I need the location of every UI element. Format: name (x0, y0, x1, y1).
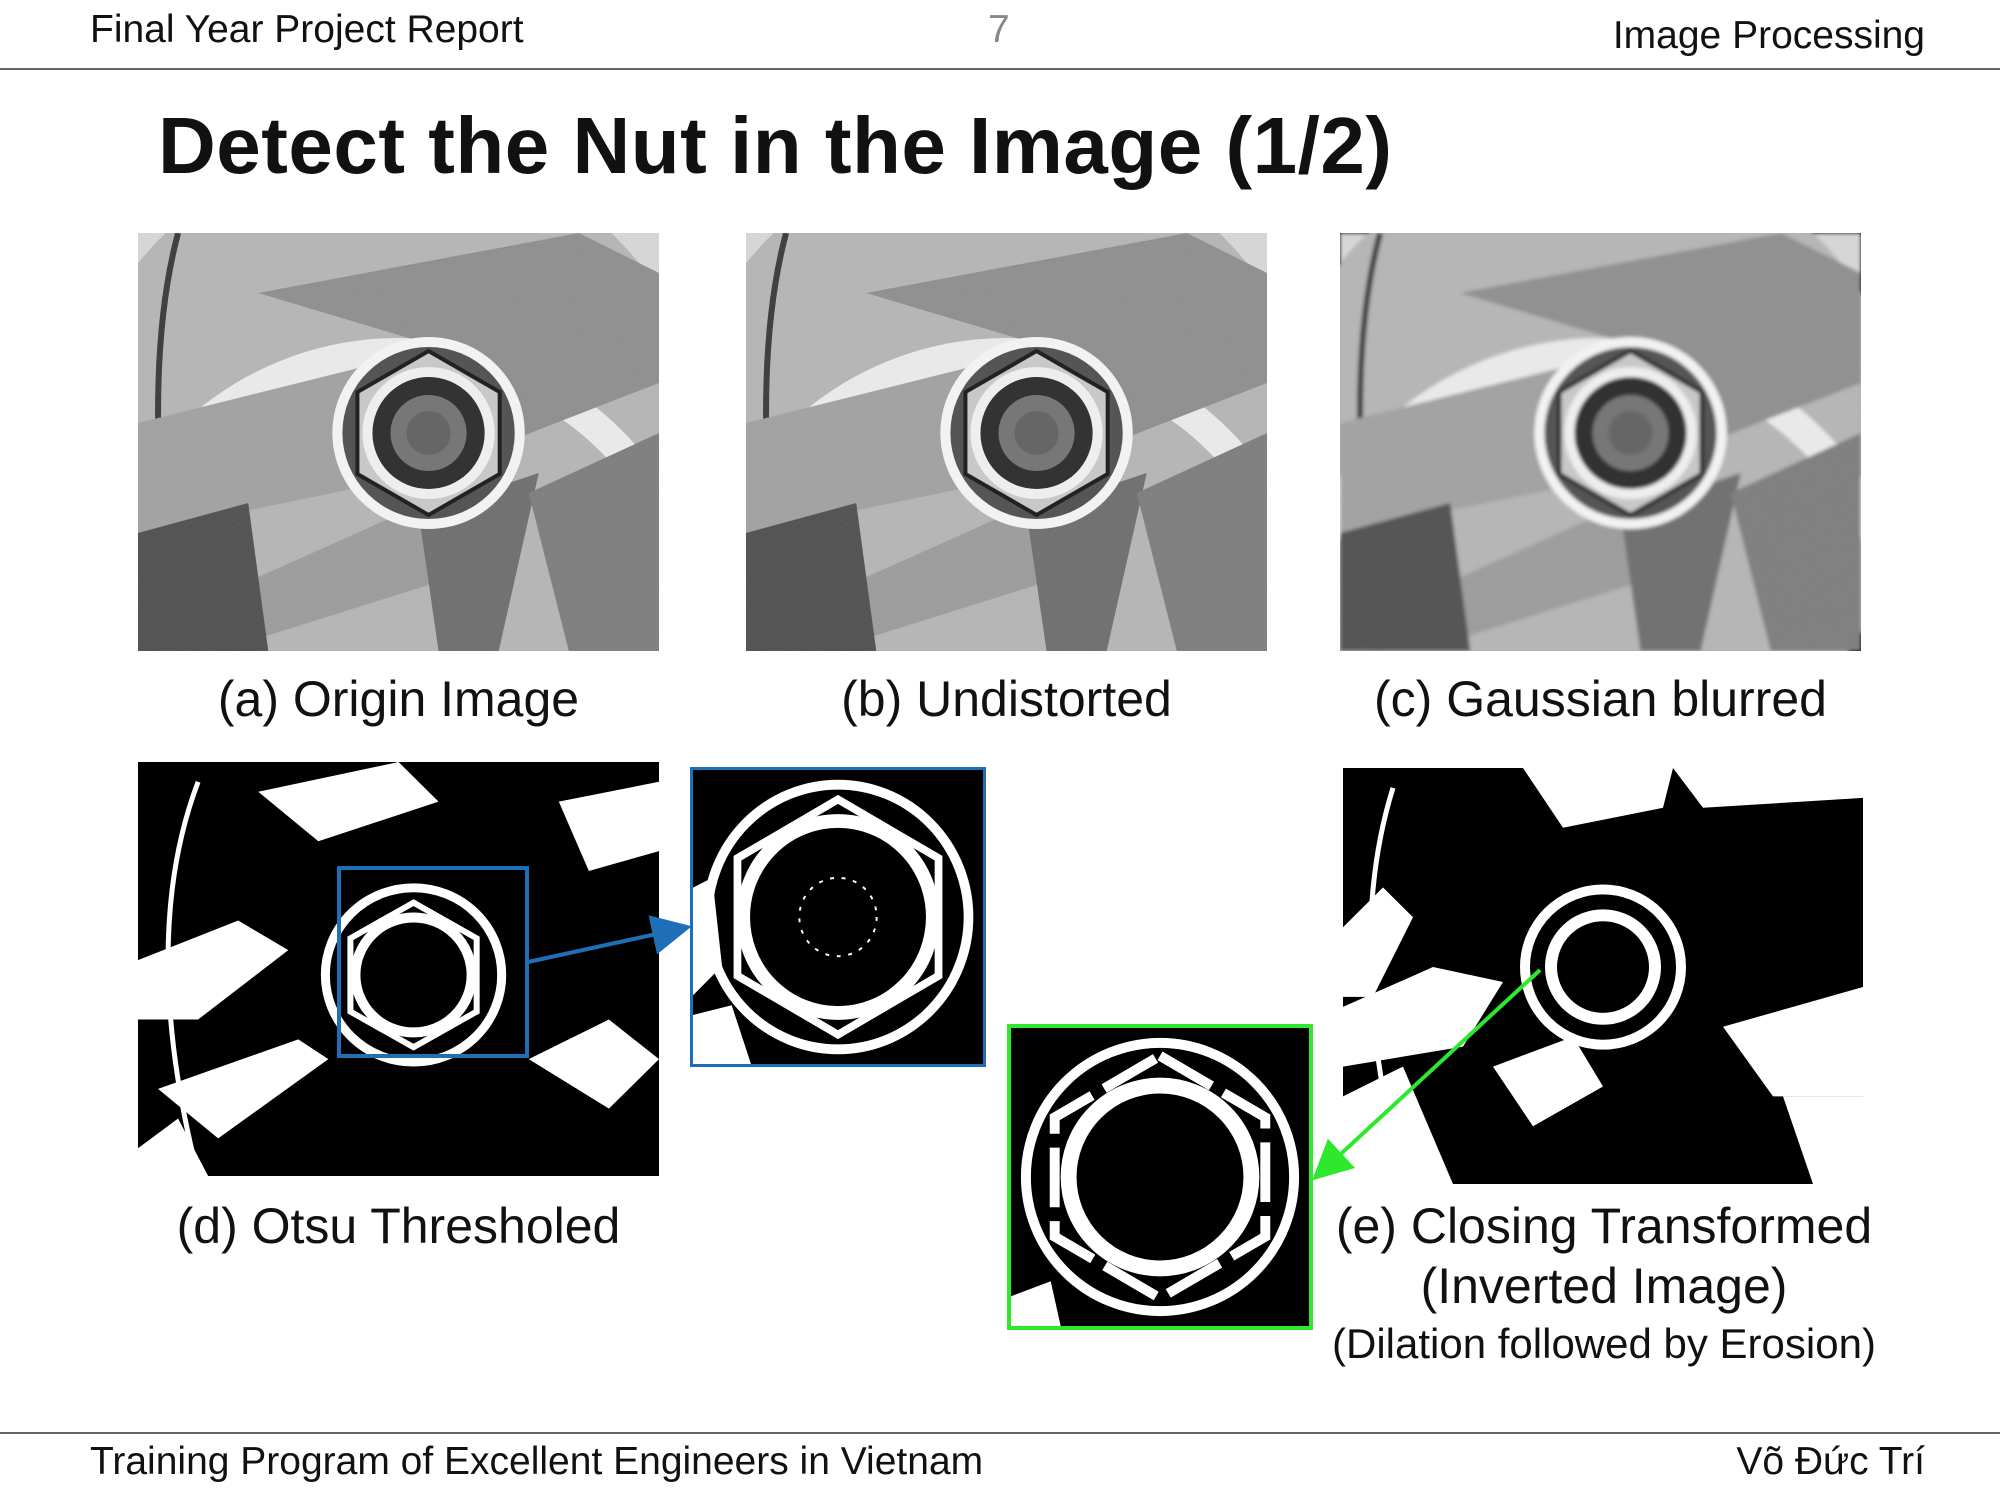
header-report-title: Final Year Project Report (90, 8, 524, 51)
caption-gaussian: (c) Gaussian blurred (1374, 671, 1827, 727)
footer-author: Võ Đức Trí (1736, 1440, 1925, 1483)
closing-zoom-inset (1007, 1024, 1313, 1330)
header-section: Image Processing (1612, 14, 1925, 57)
caption-closing-line3: (Dilation followed by Erosion) (1332, 1320, 1876, 1367)
slide-title: Detect the Nut in the Image (1/2) (158, 101, 1393, 190)
undistorted-image (746, 233, 1267, 651)
caption-origin: (a) Origin Image (217, 671, 580, 727)
otsu-zoom-inset (690, 767, 986, 1067)
caption-closing-line2: (Inverted Image) (1420, 1258, 1788, 1314)
caption-closing-line1: (e) Closing Transformed (1335, 1198, 1873, 1254)
footer-program: Training Program of Excellent Engineers … (90, 1440, 984, 1483)
caption-otsu: (d) Otsu Thresholed (176, 1198, 621, 1254)
page-number: 7 (988, 8, 1010, 51)
gaussian-blurred-image (1340, 233, 1861, 651)
caption-undistorted: (b) Undistorted (841, 671, 1172, 727)
otsu-thresholded-image (138, 762, 659, 1176)
closing-transformed-image (1343, 768, 1863, 1184)
footer-rule (0, 1432, 2000, 1434)
origin-image (138, 233, 659, 651)
header-rule (0, 68, 2000, 70)
